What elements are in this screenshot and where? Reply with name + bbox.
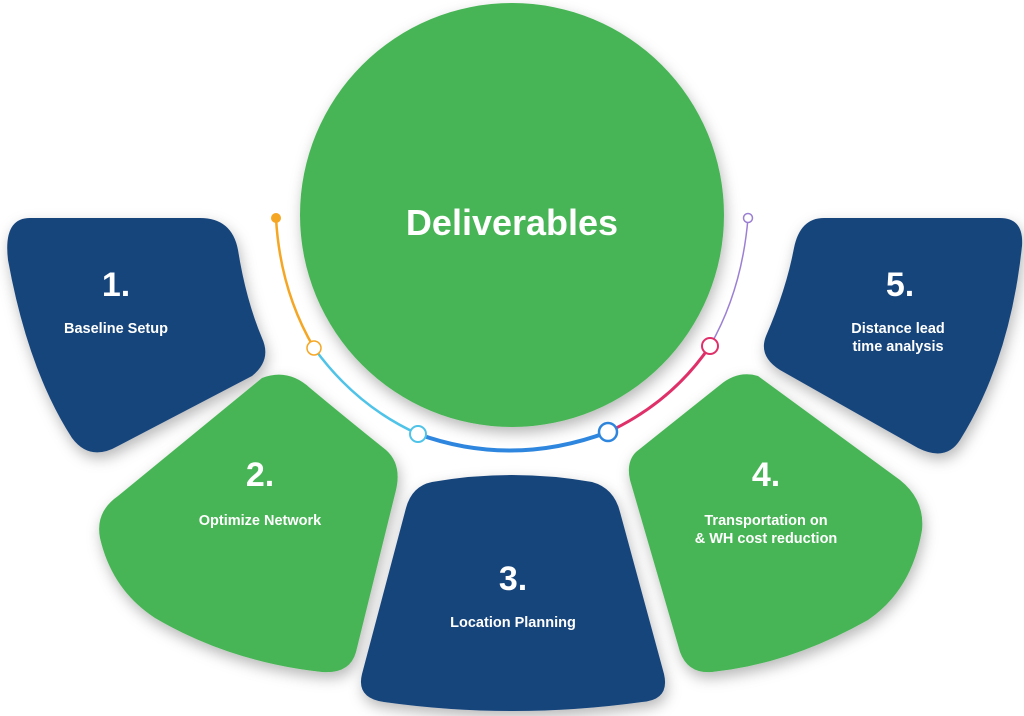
segment-3-shape [360,475,666,711]
item-2-label: Optimize Network [198,513,322,529]
arc-node-4 [701,337,719,355]
item-2-number: 2. [245,456,275,494]
arc-node-3 [597,421,619,443]
item-1-label: Baseline Setup [64,321,168,337]
arc-blue [417,430,609,453]
central-circle [300,3,724,427]
arc-dot-end [742,212,754,224]
arc-purple [709,217,749,347]
segment-4-shape [628,374,923,673]
item-1-number: 1. [101,266,131,304]
arc-node-1 [306,340,322,356]
item-3-label: Location Planning [450,615,576,631]
item-5-number: 5. [885,266,915,304]
arc-cyan [312,347,419,436]
diagram-title: Deliverables [405,202,619,243]
segment-5-shape [763,218,1023,454]
arc-pink [607,345,712,434]
arc-node-2 [409,425,427,443]
segment-1-shape [7,218,266,453]
arc-dot-start [271,213,281,223]
segment-2-shape [99,374,398,673]
item-5-label: Distance lead time analysis [851,321,945,355]
item-4-label: Transportation on & WH cost reduction [694,513,838,547]
arc-orange [274,217,316,349]
item-4-number: 4. [751,456,781,494]
item-3-number: 3. [498,560,528,598]
